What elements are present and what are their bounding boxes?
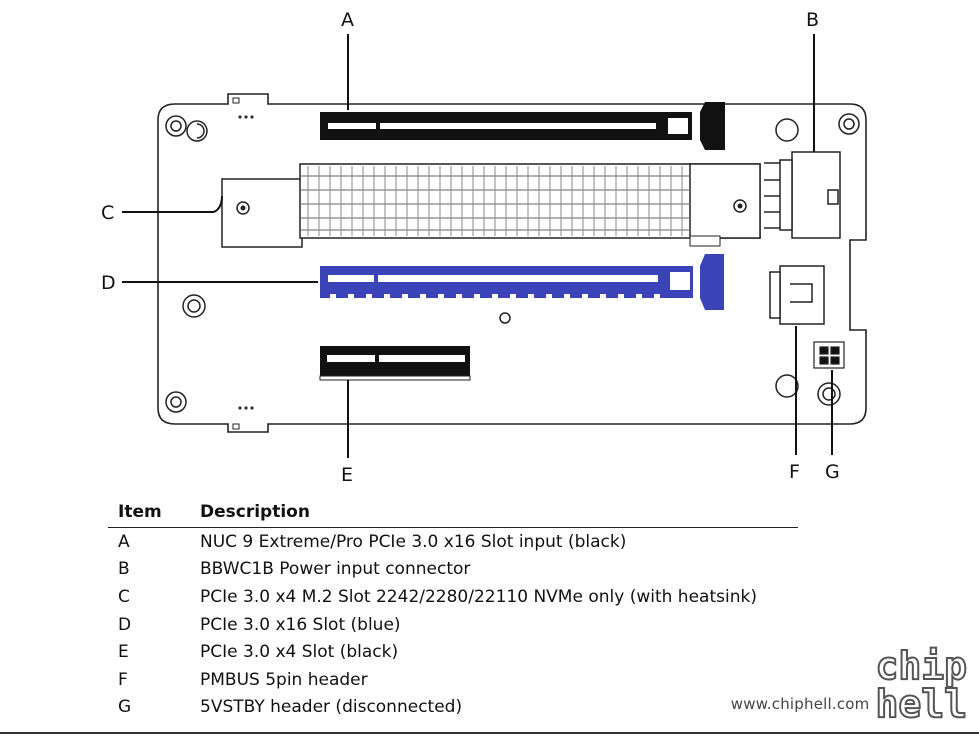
legend-header: Item Description — [108, 497, 798, 528]
power-connector-b — [764, 151, 841, 239]
leader-lines — [122, 34, 833, 458]
slot-d-tooth — [510, 294, 516, 298]
legend-description: PCIe 3.0 x4 M.2 Slot 2242/2280/22110 NVM… — [200, 586, 757, 607]
legend-description: 5VSTBY header (disconnected) — [200, 697, 463, 718]
slot-d-tooth — [456, 294, 462, 298]
slot-d-teeth — [330, 294, 660, 298]
slot-d-tooth — [384, 294, 390, 298]
slot-d-tooth — [402, 294, 408, 298]
heatsink-fin-columns — [307, 166, 683, 236]
legend-item: G — [118, 697, 132, 718]
legend-row: G 5VSTBY header (disconnected) — [108, 694, 798, 722]
legend-table: Item Description A NUC 9 Extreme/Pro PCIe… — [108, 497, 798, 721]
slot-d-tooth — [330, 294, 336, 298]
legend-description: NUC 9 Extreme/Pro PCIe 3.0 x16 Slot inpu… — [200, 531, 627, 552]
slot-e-black-x4 — [319, 346, 471, 381]
callout-e: E — [341, 464, 353, 486]
legend-description: BBWC1B Power input connector — [200, 559, 471, 580]
slot-a-black-x16 — [320, 102, 725, 150]
legend-header-item: Item — [118, 502, 162, 522]
pmbus-header-f — [769, 265, 825, 325]
legend-item: E — [118, 642, 129, 663]
watermark-url: www.chiphell.com — [730, 695, 870, 713]
slot-d-tooth — [474, 294, 480, 298]
legend-item: F — [118, 669, 128, 690]
legend-description: PCIe 3.0 x16 Slot (blue) — [200, 614, 401, 635]
slot-d-tooth — [600, 294, 606, 298]
slot-d-tooth — [636, 294, 642, 298]
slot-d-tooth — [654, 294, 660, 298]
watermark: www.chiphell.com chip hell — [730, 644, 968, 726]
slot-d-tooth — [528, 294, 534, 298]
watermark-logo-bottom: hell — [874, 682, 968, 726]
legend-item: C — [118, 586, 130, 607]
callout-c: C — [101, 202, 114, 224]
slot-d-tooth — [582, 294, 588, 298]
slot-d-tooth — [492, 294, 498, 298]
watermark-logo: chip hell — [874, 644, 968, 726]
5vstby-header-g — [813, 341, 845, 369]
legend-description: PMBUS 5pin header — [200, 669, 368, 690]
slot-d-blue-x16 — [320, 254, 724, 310]
slot-d-tooth — [366, 294, 372, 298]
legend-row: E PCIe 3.0 x4 Slot (black) — [108, 638, 798, 666]
legend-item: D — [118, 614, 132, 635]
legend-row: A NUC 9 Extreme/Pro PCIe 3.0 x16 Slot inp… — [108, 528, 798, 556]
slot-d-tooth — [546, 294, 552, 298]
mounting-holes — [165, 113, 860, 413]
callout-d: D — [101, 272, 116, 294]
riser-board-diagram: A B C D E F G — [101, 9, 867, 486]
watermark-logo-top: chip — [874, 644, 968, 688]
legend-item: B — [118, 559, 130, 580]
legend-row: D PCIe 3.0 x16 Slot (blue) — [108, 611, 798, 639]
slot-d-tooth — [438, 294, 444, 298]
legend-description: PCIe 3.0 x4 Slot (black) — [200, 642, 399, 663]
slot-d-tooth — [348, 294, 354, 298]
callout-f: F — [789, 461, 800, 483]
legend-row: B BBWC1B Power input connector — [108, 556, 798, 584]
bottom-rule — [0, 732, 979, 734]
callout-g: G — [825, 461, 840, 483]
callout-b: B — [806, 9, 819, 31]
legend-row: F PMBUS 5pin header — [108, 666, 798, 694]
legend-item: A — [118, 531, 130, 552]
legend-header-description: Description — [200, 502, 310, 522]
slot-d-tooth — [618, 294, 624, 298]
board-outline — [157, 93, 867, 433]
top-tab-dots — [238, 115, 254, 410]
slot-d-tooth — [420, 294, 426, 298]
callout-a: A — [341, 9, 354, 31]
legend-row: C PCIe 3.0 x4 M.2 Slot 2242/2280/22110 NV… — [108, 583, 798, 611]
slot-d-tooth — [564, 294, 570, 298]
